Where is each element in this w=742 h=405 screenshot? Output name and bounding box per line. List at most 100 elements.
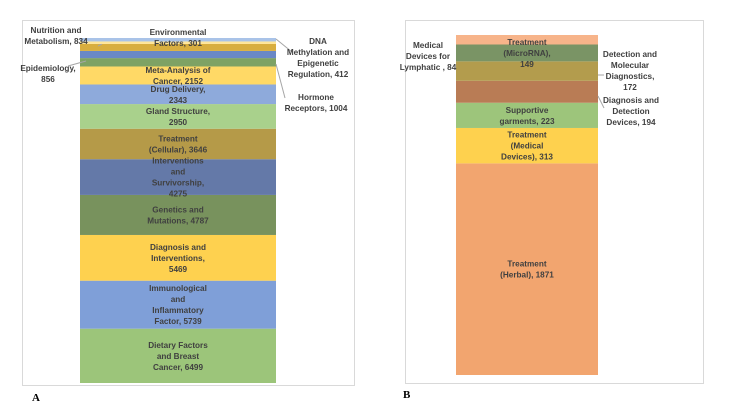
data-label-line: Interventions [152, 157, 204, 166]
bar-segment-1-2 [456, 102, 598, 128]
bar-segment-1-0 [456, 163, 598, 375]
data-label-line: Meta-Analysis of [145, 66, 210, 75]
data-label-line: Detection and [603, 50, 657, 59]
bar-segment-0-0 [80, 328, 276, 383]
data-label-line: Gland Structure, [146, 107, 210, 116]
bar-segment-0-5 [80, 128, 276, 160]
data-label-line: 856 [41, 75, 55, 84]
data-label-line: Devices, 194 [606, 118, 656, 127]
data-label-line: (MicroRNA), [503, 49, 550, 58]
data-label-line: 172 [623, 83, 637, 92]
bar-segment-1-3 [456, 80, 598, 103]
data-label-line: and [171, 168, 186, 177]
data-label-line: 4275 [169, 190, 188, 199]
panel-label-b: B [403, 389, 411, 401]
bar-segment-1-1 [456, 127, 598, 164]
data-label-line: Environmental [150, 28, 207, 37]
bar-segment-0-6 [80, 104, 276, 129]
data-label-line: Immunological [149, 284, 207, 293]
data-label-line: Molecular [611, 61, 650, 70]
data-label-line: Treatment [507, 38, 546, 47]
panel-label-a: A [32, 392, 40, 404]
leader-line [67, 60, 87, 67]
data-label-line: Nutrition and [31, 26, 82, 35]
bar-segment-1-5 [456, 44, 598, 62]
data-label-line: and [171, 295, 186, 304]
data-label-line: Diagnosis and [150, 243, 206, 252]
bar-segment-0-13 [80, 38, 276, 42]
leader-line [275, 63, 286, 99]
data-label-line: Methylation and [287, 48, 349, 57]
data-label-line: Diagnostics, [606, 72, 655, 81]
data-label-line: Treatment [158, 134, 197, 143]
data-label-line: Factors, 301 [154, 39, 202, 48]
data-label-line: (Cellular), 3646 [149, 145, 208, 154]
leader-line [597, 95, 605, 109]
data-label-line: Genetics and [152, 205, 203, 214]
data-label-line: Cancer, 2152 [153, 77, 204, 86]
bar-segment-0-2 [80, 234, 276, 281]
leader-line [97, 43, 103, 47]
data-label-line: (Medical [511, 142, 544, 151]
bar-segment-0-1 [80, 280, 276, 329]
data-label-line: Metabolism, 834 [24, 37, 88, 46]
data-label: Epidemiology, 856 [20, 64, 75, 84]
data-label-line: Supportive [506, 106, 549, 115]
data-label: Treatment (Cellular), 3646 [149, 134, 208, 154]
data-label-line: Diagnosis and [603, 96, 659, 105]
data-label: Treatment (MicroRNA), 149 [503, 38, 550, 69]
data-label-line: Survivorship, [152, 179, 204, 188]
data-label: Treatment (Herbal), 1871 [500, 260, 554, 280]
data-label-line: Epigenetic [297, 59, 339, 68]
data-label: Meta-Analysis of Cancer, 2152 [145, 66, 210, 86]
data-label-line: Devices), 313 [501, 153, 553, 162]
data-label-line: 149 [520, 60, 534, 69]
data-label-line: Treatment [507, 260, 546, 269]
data-label-line: (Herbal), 1871 [500, 271, 554, 280]
data-label-line: Devices for [406, 52, 451, 61]
leader-line [275, 38, 293, 53]
data-label-line: Mutations, 4787 [147, 216, 209, 225]
bar-segment-0-7 [80, 84, 276, 105]
data-label-line: garments, 223 [499, 117, 555, 126]
data-label-line: Lymphatic , 84 [400, 63, 457, 72]
bar-segment-0-3 [80, 194, 276, 235]
bar-segment-0-11 [80, 43, 276, 51]
data-label: Drug Delivery, 2343 [151, 85, 206, 105]
data-label-line: 2343 [169, 96, 188, 105]
data-label-line: Cancer, 6499 [153, 363, 204, 372]
bar-segments-layer [67, 35, 605, 383]
bar-segment-0-12 [80, 41, 276, 44]
data-label: Gland Structure, 2950 [146, 107, 210, 127]
data-label-line: Treatment [507, 131, 546, 140]
bar-segment-0-10 [80, 50, 276, 59]
data-label-line: 2950 [169, 118, 188, 127]
data-label-line: Hormone [298, 93, 334, 102]
data-label-line: Dietary Factors [148, 341, 208, 350]
bar-segment-0-8 [80, 66, 276, 85]
data-label-line: Inflammatory [152, 306, 204, 315]
data-label-line: Detection [612, 107, 649, 116]
data-label: Supportive garments, 223 [499, 106, 555, 126]
data-label-line: 5469 [169, 265, 188, 274]
bar-segment-1-6 [456, 35, 598, 45]
data-label-line: Epidemiology, [20, 64, 75, 73]
data-label-line: Receptors, 1004 [285, 104, 348, 113]
bar-segment-0-4 [80, 159, 276, 195]
data-label-line: Drug Delivery, [151, 85, 206, 94]
data-label-line: DNA [309, 37, 327, 46]
bar-segment-0-9 [80, 58, 276, 67]
data-label-line: Factor, 5739 [154, 317, 202, 326]
